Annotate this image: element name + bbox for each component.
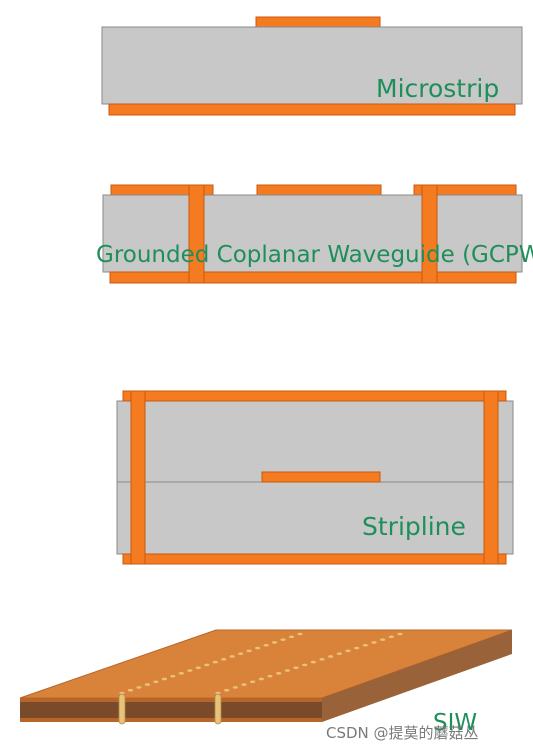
gcpw-label: Grounded Coplanar Waveguide (GCPW) bbox=[96, 242, 533, 268]
siw-via-dot bbox=[178, 672, 184, 675]
siw-via-dot bbox=[336, 652, 342, 655]
siw-label: SIW bbox=[433, 710, 477, 736]
csdn-watermark: CSDN @提莫的蘑菇丛 bbox=[326, 724, 479, 742]
siw-via-post-right bbox=[214, 693, 222, 725]
siw-via-dot bbox=[280, 638, 286, 641]
siw-via-dot bbox=[221, 657, 227, 661]
siw-via-dot bbox=[212, 660, 218, 664]
siw-via-dot bbox=[250, 680, 256, 684]
microstrip-label: Microstrip bbox=[376, 74, 499, 103]
microstrip-signal-trace bbox=[255, 16, 381, 28]
siw-via-dot bbox=[362, 643, 368, 647]
siw-via-dot bbox=[319, 657, 325, 661]
siw-front-face bbox=[20, 698, 322, 722]
siw-via-dot bbox=[170, 674, 176, 678]
siw-via-dot bbox=[354, 646, 360, 650]
stripline-signal-trace bbox=[261, 471, 381, 483]
siw-via-dot bbox=[371, 641, 377, 644]
microstrip-substrate bbox=[101, 26, 523, 105]
siw-via-dot bbox=[293, 666, 299, 670]
siw-via-row-right bbox=[215, 632, 403, 695]
siw-via-dot bbox=[328, 655, 334, 658]
siw-via-dot bbox=[276, 672, 282, 675]
siw-via-dot bbox=[153, 680, 159, 684]
siw-via-dot bbox=[288, 635, 295, 639]
siw-via-dot bbox=[204, 663, 210, 667]
gcpw-via-right bbox=[421, 184, 438, 284]
siw-via-dot bbox=[127, 688, 134, 692]
siw-front-bottom-metal bbox=[20, 718, 322, 722]
siw-via-dot bbox=[195, 666, 201, 670]
siw-via-dot bbox=[302, 663, 308, 667]
siw-via-dot bbox=[238, 652, 244, 655]
siw-via-dot bbox=[380, 638, 386, 641]
siw-via-dot bbox=[161, 677, 167, 681]
siw-via-dot bbox=[229, 655, 235, 658]
stripline-bottom-ground-plane bbox=[122, 553, 507, 565]
siw-via-dot bbox=[246, 649, 252, 653]
siw-via-dot bbox=[271, 641, 278, 644]
siw-front-top-metal bbox=[20, 698, 322, 702]
stripline-via-right bbox=[483, 390, 499, 565]
siw-via-dot bbox=[232, 686, 238, 689]
microstrip-diagram: Microstrip bbox=[101, 16, 523, 116]
siw-via-dot bbox=[144, 683, 151, 686]
siw-via-dot bbox=[224, 688, 230, 692]
siw-via-dot bbox=[345, 649, 351, 653]
microstrip-ground-plane bbox=[108, 103, 516, 116]
siw-via-dot bbox=[263, 643, 269, 647]
gcpw-via-left bbox=[188, 184, 205, 284]
stripline-top-ground-plane bbox=[122, 390, 507, 402]
siw-via-dot bbox=[297, 632, 303, 636]
siw-via-dot bbox=[136, 686, 142, 689]
gcpw-signal-trace bbox=[256, 184, 382, 196]
siw-via-dot bbox=[215, 691, 221, 695]
siw-via-dot bbox=[187, 669, 193, 672]
stripline-diagram: Stripline bbox=[116, 390, 514, 565]
siw-via-dot bbox=[258, 677, 264, 681]
siw-via-row-left bbox=[119, 632, 303, 695]
gcpw-diagram: Grounded Coplanar Waveguide (GCPW) bbox=[96, 184, 533, 284]
stripline-via-left bbox=[130, 390, 146, 565]
siw-via-dot bbox=[310, 660, 316, 664]
siw-via-dot bbox=[284, 669, 290, 672]
siw-via-post-left bbox=[118, 693, 126, 725]
siw-via-dot bbox=[255, 646, 261, 650]
gcpw-bottom-ground-plane bbox=[109, 271, 517, 284]
stripline-substrate-lower bbox=[116, 481, 514, 555]
siw-via-dot bbox=[241, 683, 247, 686]
siw-diagram: SIW bbox=[19, 629, 513, 736]
gcpw-substrate bbox=[102, 194, 523, 273]
siw-via-dot bbox=[397, 632, 403, 636]
siw-via-dot bbox=[267, 674, 273, 678]
siw-via-dot bbox=[388, 635, 394, 639]
siw-via-dot bbox=[119, 691, 125, 695]
stripline-label: Stripline bbox=[362, 512, 466, 541]
siw-side-face bbox=[322, 630, 512, 722]
stripline-substrate-upper bbox=[116, 400, 514, 483]
